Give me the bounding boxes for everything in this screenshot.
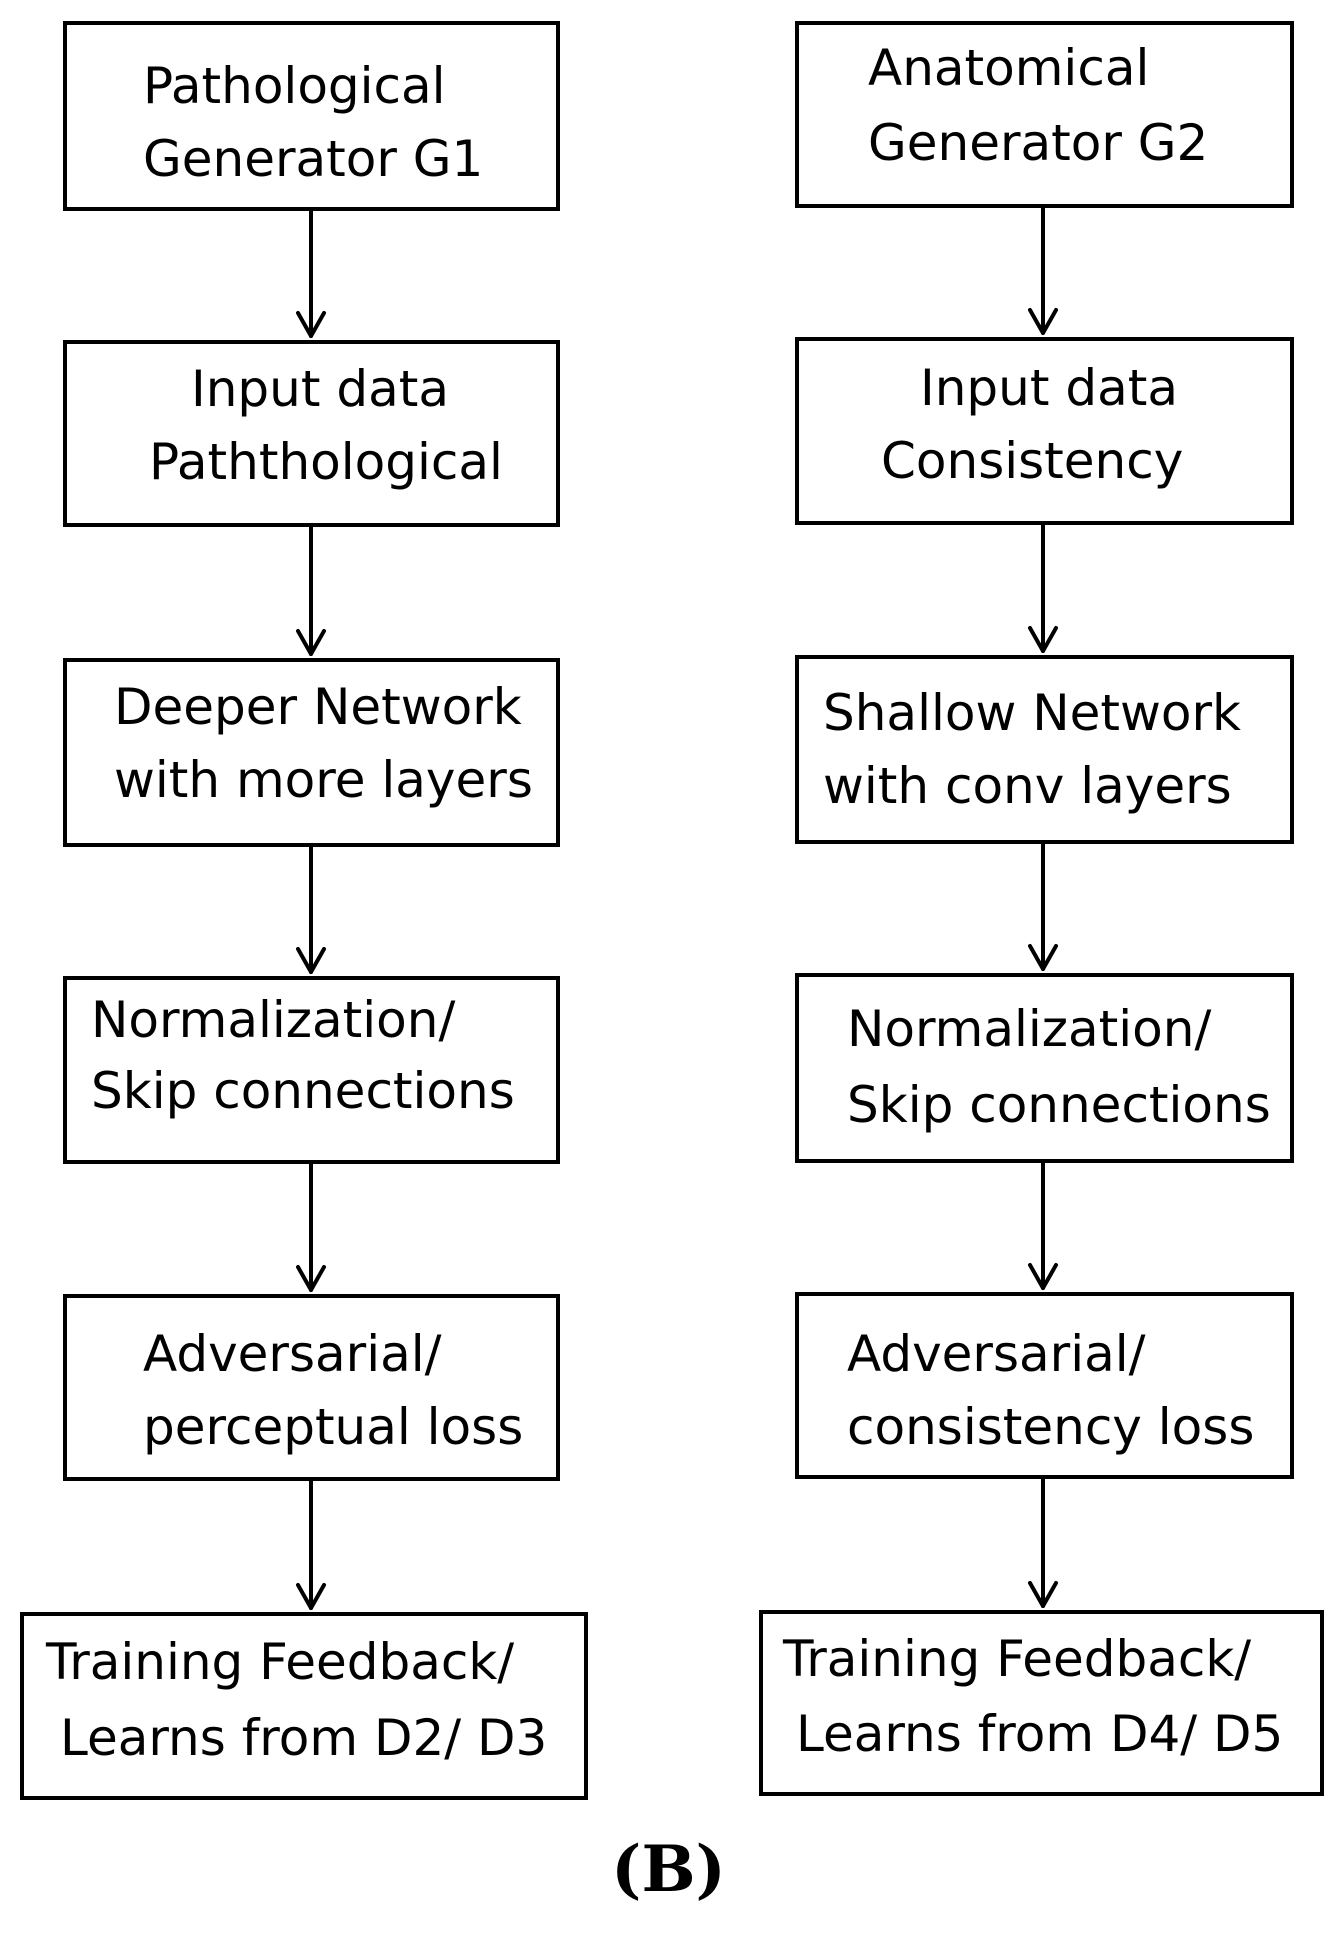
box-anatomical-generator-g2: Anatomical Generator G2 [795,21,1294,208]
arrow-normalization-to-loss-right [1028,1161,1058,1290]
box-text-line: Adversarial/ [847,1325,1146,1383]
box-text-line: Learns from D2/ D3 [60,1709,548,1767]
arrow-loss-to-feedback-left [296,1479,326,1610]
box-text-line: Consistency [881,432,1184,490]
box-text-line: Normalization/ [91,991,456,1049]
box-adversarial-perceptual-loss: Adversarial/ perceptual loss [63,1294,560,1481]
arrow-g2-to-input [1028,206,1058,335]
box-pathological-generator-g1: Pathological Generator G1 [63,21,560,211]
box-normalization-skip-connections-left: Normalization/ Skip connections [63,976,560,1164]
arrow-g1-to-input [296,209,326,338]
box-text-line: Input data [191,360,449,418]
box-text-line: Training Feedback/ [783,1630,1252,1688]
box-text-line: Pathological [143,57,446,115]
arrow-network-to-normalization-right [1028,842,1058,971]
box-deeper-network: Deeper Network with more layers [63,658,560,847]
arrow-input-to-network-right [1028,523,1058,653]
box-input-data-consistency: Input data Consistency [795,337,1294,525]
box-shallow-network: Shallow Network with conv layers [795,655,1294,844]
arrow-network-to-normalization-left [296,845,326,974]
arrow-loss-to-feedback-right [1028,1477,1058,1608]
box-text-line: Anatomical [868,39,1150,97]
box-adversarial-consistency-loss: Adversarial/ consistency loss [795,1292,1294,1479]
box-text-line: with more layers [114,751,533,809]
box-text-line: with conv layers [823,757,1232,815]
box-text-line: Generator G2 [868,114,1209,172]
box-text-line: Paththological [149,433,503,491]
box-text-line: Deeper Network [114,678,522,736]
arrow-input-to-network-left [296,525,326,656]
box-normalization-skip-connections-right: Normalization/ Skip connections [795,973,1294,1163]
box-text-line: Skip connections [847,1076,1271,1134]
box-training-feedback-d2-d3: Training Feedback/ Learns from D2/ D3 [20,1612,588,1800]
box-text-line: consistency loss [847,1398,1255,1456]
box-text-line: Training Feedback/ [46,1633,515,1691]
arrow-normalization-to-loss-left [296,1162,326,1292]
box-text-line: Adversarial/ [143,1325,442,1383]
box-text-line: Shallow Network [823,684,1241,742]
box-text-line: Normalization/ [847,1000,1212,1058]
figure-caption: (B) [611,1832,726,1907]
box-text-line: Generator G1 [143,130,484,188]
box-text-line: Learns from D4/ D5 [796,1705,1284,1763]
box-input-data-paththological: Input data Paththological [63,340,560,527]
box-text-line: Input data [920,359,1178,417]
box-text-line: perceptual loss [143,1398,524,1456]
box-training-feedback-d4-d5: Training Feedback/ Learns from D4/ D5 [759,1610,1324,1796]
box-text-line: Skip connections [91,1062,515,1120]
